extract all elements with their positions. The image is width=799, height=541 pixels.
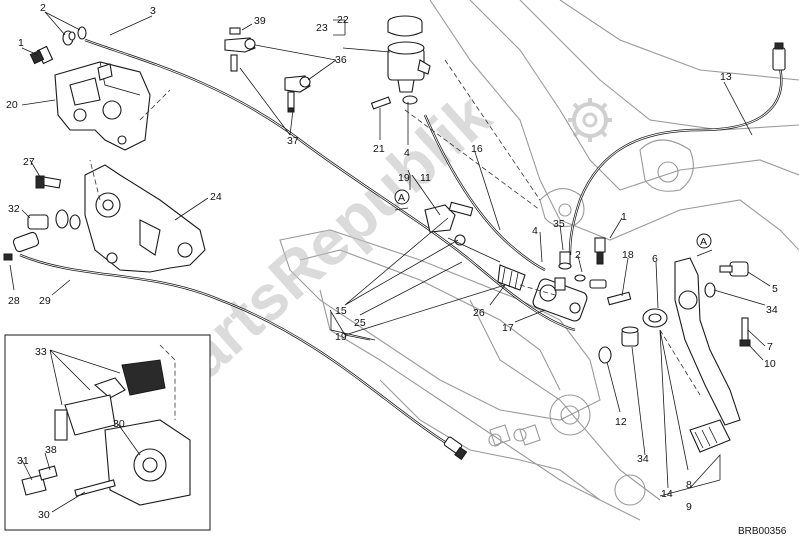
callout-39: 39 [254, 15, 266, 27]
bracket-bolt [35, 175, 62, 189]
callout-11: 11 [420, 172, 431, 184]
callout-15: 15 [335, 305, 347, 317]
brake-hose [84, 38, 576, 332]
callout-34b: 34 [637, 453, 649, 465]
callout-30: 30 [113, 418, 125, 430]
pedal-screw [606, 291, 632, 306]
callout-26: 26 [473, 307, 485, 319]
callout-36: 36 [335, 54, 347, 66]
section-marker-a-left: A [394, 189, 410, 211]
inset-box [4, 334, 211, 531]
callout-25: 25 [354, 317, 366, 329]
callout-16: 16 [471, 143, 483, 155]
callout-12: 12 [615, 416, 627, 428]
diagram-code: BRB00356 [738, 526, 787, 537]
callout-27: 27 [23, 156, 35, 168]
hose-clamp-upper [224, 27, 256, 72]
pedal-bushing [621, 326, 639, 347]
brake-caliper [54, 61, 151, 151]
callout-5: 5 [772, 283, 778, 295]
callout-17: 17 [502, 322, 514, 334]
spacer [27, 209, 81, 230]
callout-18: 18 [622, 249, 634, 261]
callout-28: 28 [8, 295, 20, 307]
svg-text:A: A [398, 192, 405, 204]
callout-8: 8 [686, 479, 692, 491]
fluid-reservoir [387, 15, 431, 105]
callout-1b: 1 [621, 211, 627, 223]
callout-7: 7 [767, 341, 773, 353]
callout-31: 31 [17, 455, 29, 467]
callout-2b: 2 [575, 249, 581, 261]
master-cylinder-bracket [424, 201, 474, 246]
callout-3: 3 [150, 5, 156, 17]
wheel-speed-sensor [3, 231, 40, 261]
banjo-bolt [594, 237, 606, 265]
callout-24: 24 [210, 191, 222, 203]
callout-30b: 30 [38, 509, 50, 521]
callout-13: 13 [720, 71, 732, 83]
callout-20: 20 [6, 99, 18, 111]
callout-9: 9 [686, 501, 692, 513]
callout-22: 22 [337, 14, 349, 26]
sensor-cable [568, 42, 786, 256]
callout-19b: 19 [335, 331, 347, 343]
hose-clamp-lower [284, 75, 311, 113]
banjo-fitting [558, 251, 607, 289]
pedal-spring [642, 308, 668, 328]
leader-lines [9, 11, 771, 513]
callout-1: 1 [18, 37, 24, 49]
callout-4: 4 [404, 147, 410, 159]
callout-labels: 1 2 3 39 22 23 36 13 20 37 21 4 27 16 19… [6, 2, 787, 537]
callout-29: 29 [39, 295, 51, 307]
svg-text:A: A [700, 236, 707, 248]
frame-outline [279, 0, 799, 521]
callout-32: 32 [8, 203, 20, 215]
callout-21: 21 [373, 143, 385, 155]
callout-2: 2 [40, 2, 46, 14]
section-marker-a-right: A [696, 233, 713, 257]
push-rod [447, 237, 501, 263]
pivot-bolt [719, 261, 749, 277]
callout-33: 33 [35, 346, 47, 358]
wheel-sensor-cable [19, 253, 468, 461]
reservoir-hose [423, 114, 546, 272]
reservoir-screw [370, 96, 392, 110]
callout-10: 10 [764, 358, 776, 370]
adjuster-bolt [739, 317, 751, 347]
callout-14: 14 [661, 488, 673, 500]
callout-38: 38 [45, 444, 57, 456]
callout-34: 34 [766, 304, 778, 316]
pedal-washers [598, 282, 716, 364]
caliper-bleed-bolt [29, 45, 54, 65]
caliper-bracket [84, 164, 206, 273]
callout-4b: 4 [532, 225, 538, 237]
callout-37: 37 [287, 135, 299, 147]
callout-6: 6 [652, 253, 658, 265]
dust-boot [497, 264, 526, 291]
callout-23: 23 [316, 22, 328, 34]
banjo-washers [62, 26, 87, 46]
callout-35: 35 [553, 218, 565, 230]
brake-pedal [674, 257, 741, 453]
master-cylinder [532, 277, 588, 322]
gear-watermark-icon [568, 98, 612, 142]
callout-19: 19 [398, 172, 410, 184]
